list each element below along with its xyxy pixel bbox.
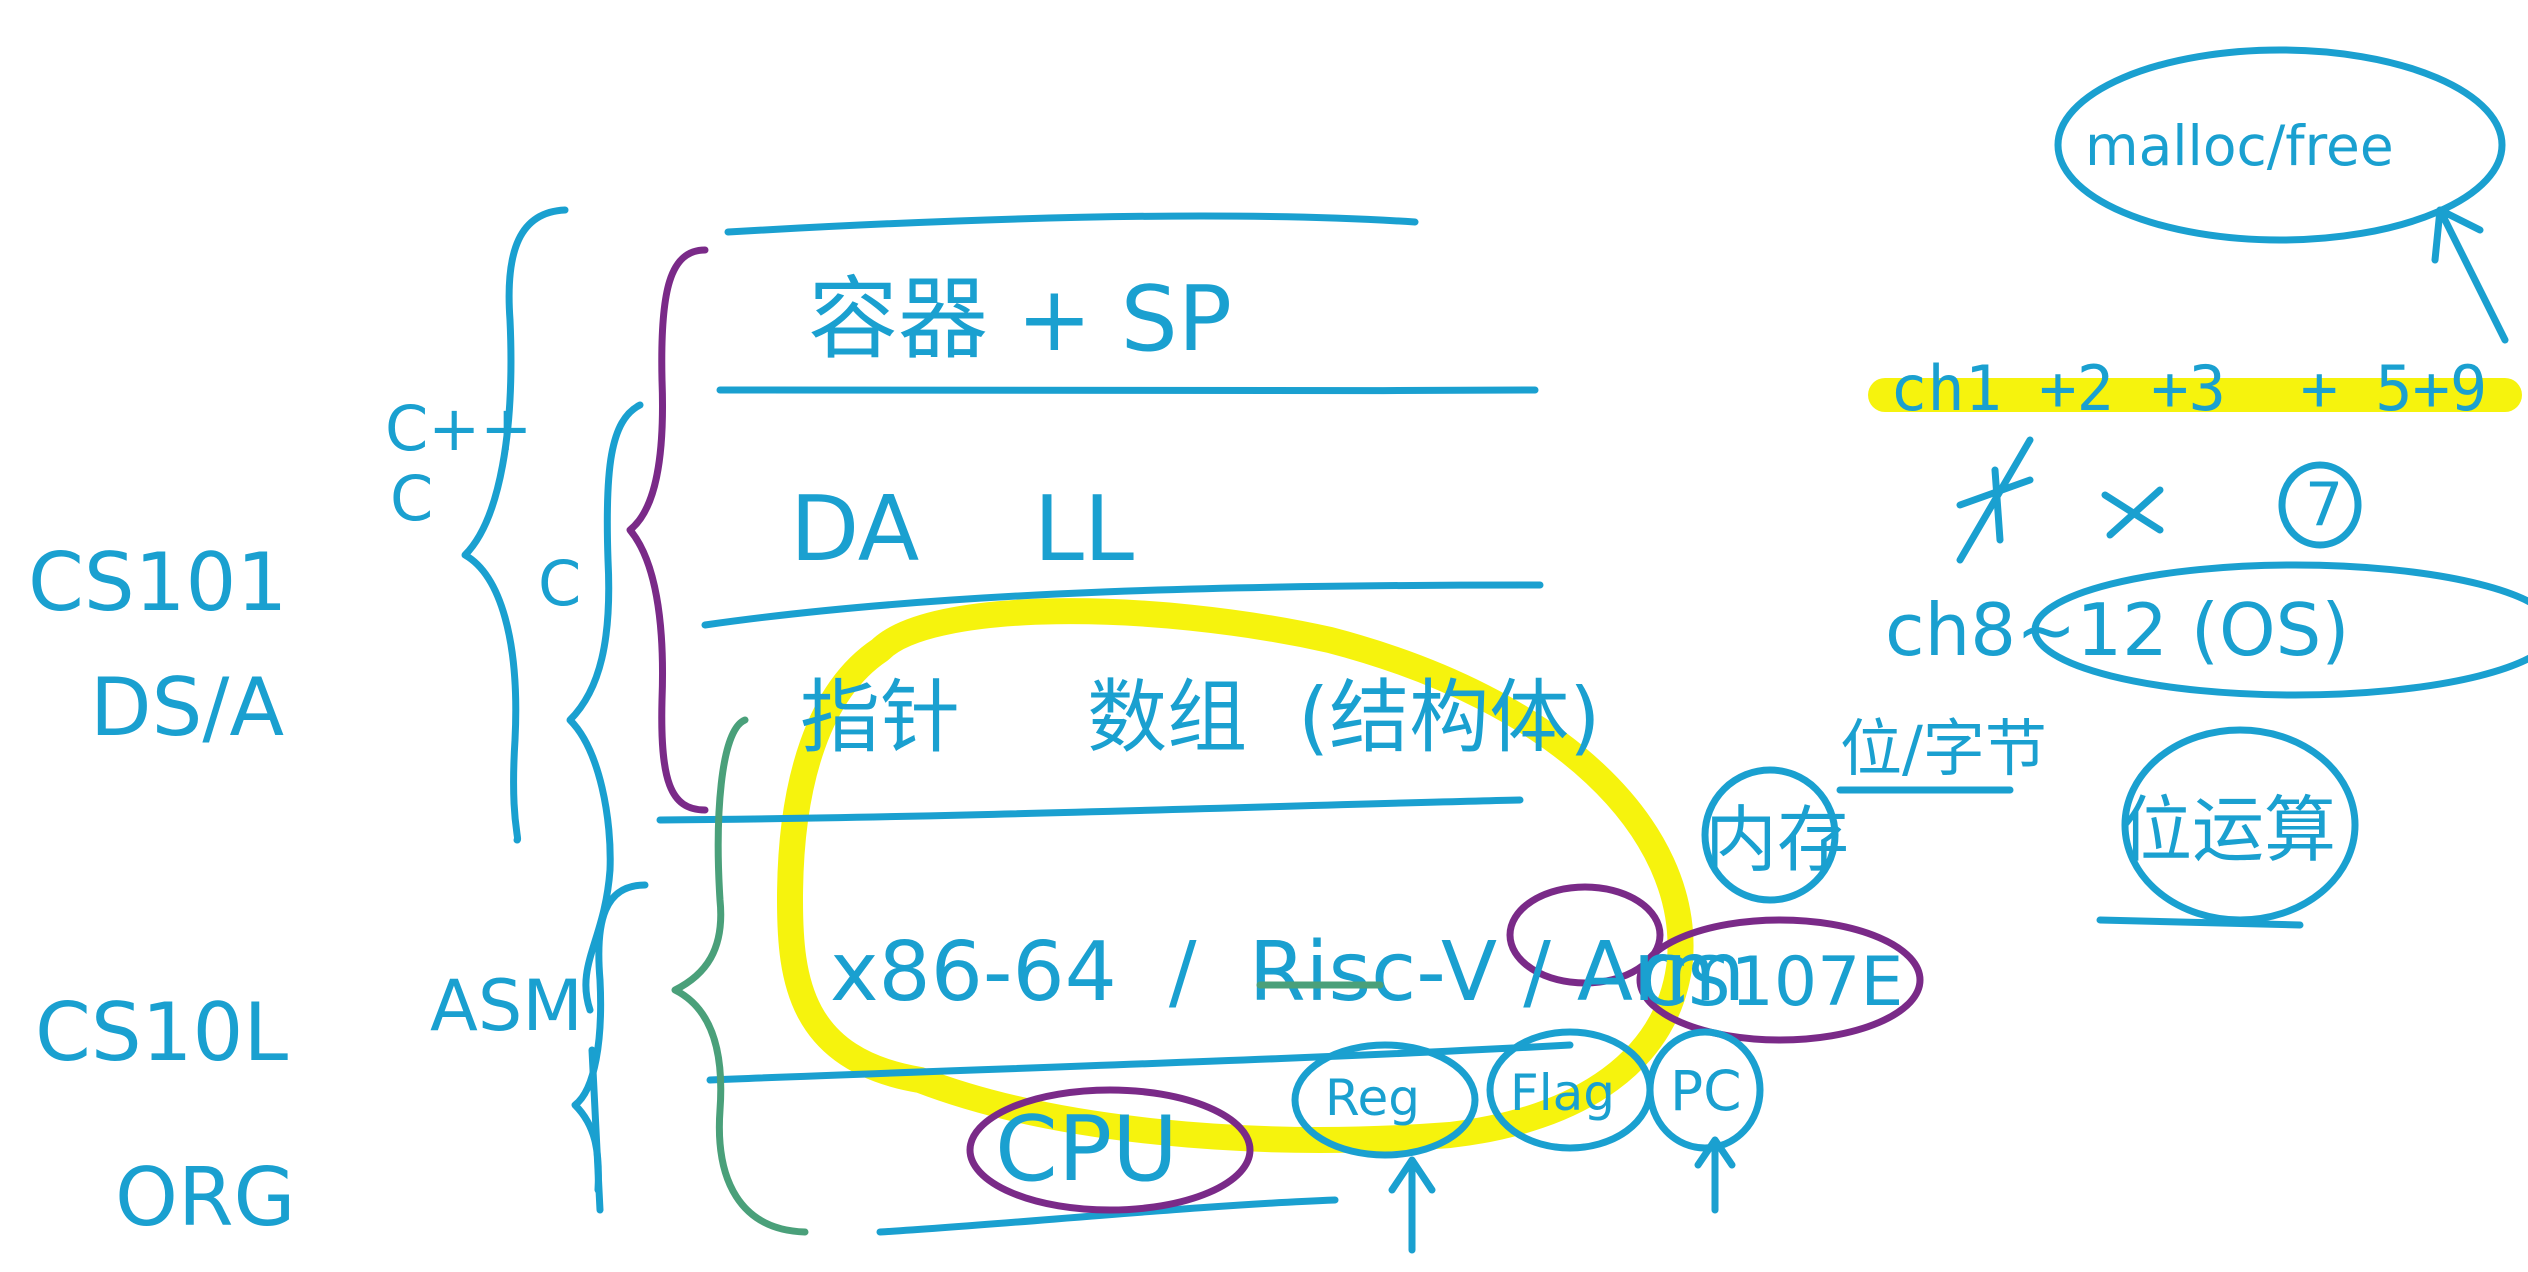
part-reg: Reg — [1325, 1069, 1420, 1127]
label-cs10l: CS10L — [35, 986, 288, 1079]
note-bit-byte: 位/字节 — [1840, 712, 2047, 785]
row-pointers: 指针 数组 (结构体) — [800, 671, 1600, 764]
note-memory: 内存 — [1705, 798, 1849, 882]
layer-lines — [656, 212, 1574, 1236]
label-org: ORG — [115, 1151, 296, 1244]
note-cs107e: CS107E — [1640, 943, 1903, 1022]
focus-loop-highlight — [777, 598, 1694, 1153]
pc-oval — [1646, 1028, 1764, 1152]
label-cs101: CS101 — [28, 536, 287, 629]
label-c-inner: C — [538, 547, 581, 620]
row-da-ll: DA LL — [790, 477, 1134, 582]
note-malloc: malloc/free — [2085, 114, 2394, 178]
part-pc: PC — [1670, 1059, 1742, 1123]
note-chapters: ch1 +2 +3 + 5+9 — [1890, 352, 2487, 425]
note-os: ch8~12 (OS) — [1885, 588, 2349, 672]
note-bit-ops: 位运算 — [2120, 788, 2336, 872]
cpu-oval — [966, 1086, 1254, 1214]
row-cpu: CPU — [995, 1097, 1178, 1202]
ch7-oval — [2278, 461, 2362, 549]
os-oval — [2031, 561, 2528, 699]
label-asm: ASM — [430, 965, 583, 1047]
cross-marks — [1956, 466, 2164, 544]
label-cpp: C++ — [385, 392, 532, 465]
note-ch7: 7 — [2305, 470, 2343, 540]
underlines — [1256, 786, 2304, 989]
arm-oval — [1506, 883, 1664, 987]
row-containers: 容器 + SP — [808, 267, 1232, 372]
row-isa: x86-64 / Risc-V / Arm — [830, 925, 1745, 1020]
memory-oval — [1701, 766, 1839, 904]
malloc-oval — [2054, 46, 2506, 244]
label-c-small: C — [390, 462, 433, 535]
braces — [461, 206, 809, 1236]
part-flag: Flag — [1510, 1064, 1615, 1122]
cs107e-oval — [1636, 916, 1924, 1044]
reg-oval — [1291, 1041, 1479, 1159]
label-dsa: DS/A — [90, 661, 284, 754]
text-layer: CS101 DS/A CS10L ORG C++ C C ASM 容器 + SP… — [28, 114, 2487, 1244]
